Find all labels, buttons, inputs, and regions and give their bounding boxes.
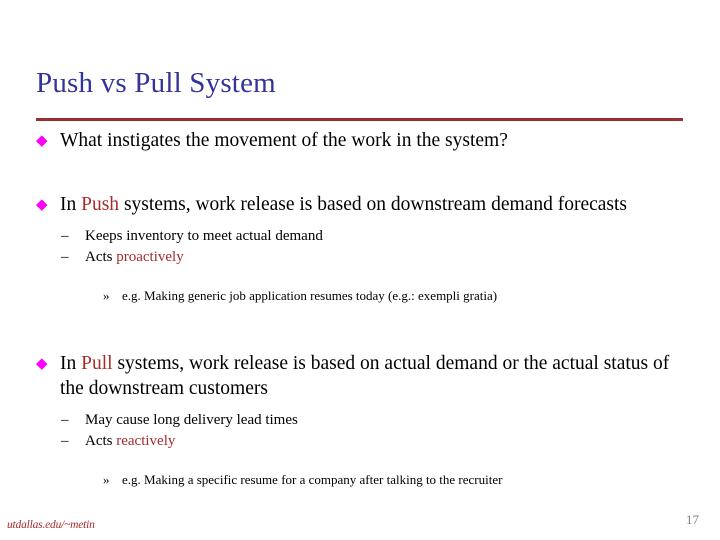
diamond-bullet-icon: ◆ xyxy=(36,197,48,213)
slide-body: ◆ What instigates the movement of the wo… xyxy=(0,128,720,489)
sub-bullet-3-2: – Acts reactively xyxy=(0,431,720,452)
spacer xyxy=(0,305,720,351)
sub-bullet-2-2-text-pre: Acts xyxy=(85,249,117,265)
sub-bullet-3-2-accent-reactively: reactively xyxy=(116,433,176,449)
bullet-item-1: ◆ What instigates the movement of the wo… xyxy=(0,128,720,153)
spacer xyxy=(0,217,720,226)
sub-bullet-2-1-text: Keeps inventory to meet actual demand xyxy=(85,228,323,244)
bullet-2-text-post: systems, work release is based on downst… xyxy=(119,194,628,215)
spacer xyxy=(0,401,720,410)
sub-sub-bullet-2-1: » e.g. Making generic job application re… xyxy=(0,286,720,305)
spacer xyxy=(0,452,720,470)
sub-bullet-3-1-text: May cause long delivery lead times xyxy=(85,412,298,428)
page-number: 17 xyxy=(686,512,699,527)
sub-sub-bullet-3-1-text: e.g. Making a specific resume for a comp… xyxy=(122,472,503,487)
dash-bullet-icon: – xyxy=(61,412,69,428)
bullet-1-text: What instigates the movement of the work… xyxy=(60,130,508,151)
sub-sub-bullet-3-1: » e.g. Making a specific resume for a co… xyxy=(0,470,720,489)
spacer xyxy=(0,153,720,192)
diamond-bullet-icon: ◆ xyxy=(36,356,48,372)
title-divider xyxy=(36,118,683,121)
sub-bullet-3-2-text-pre: Acts xyxy=(85,433,117,449)
bullet-2-text-pre: In xyxy=(60,194,82,215)
sub-bullet-2-1: – Keeps inventory to meet actual demand xyxy=(0,226,720,247)
spacer xyxy=(0,268,720,286)
diamond-bullet-icon: ◆ xyxy=(36,133,48,149)
footer-url[interactable]: utdallas.edu/~metin xyxy=(7,519,95,531)
bullet-3-text-post: systems, work release is based on actual… xyxy=(60,353,670,399)
page-title: Push vs Pull System xyxy=(36,67,276,99)
dash-bullet-icon: – xyxy=(61,433,69,449)
sub-sub-bullet-2-1-text: e.g. Making generic job application resu… xyxy=(122,288,498,303)
bullet-item-3: ◆ In Pull systems, work release is based… xyxy=(0,351,720,401)
guillemet-bullet-icon: » xyxy=(103,288,110,303)
guillemet-bullet-icon: » xyxy=(103,472,110,487)
sub-bullet-3-1: – May cause long delivery lead times xyxy=(0,410,720,431)
bullet-2-accent-push: Push xyxy=(81,194,120,215)
dash-bullet-icon: – xyxy=(61,249,69,265)
bullet-item-2: ◆ In Push systems, work release is based… xyxy=(0,192,720,217)
sub-bullet-2-2-accent-proactively: proactively xyxy=(116,249,184,265)
sub-bullet-2-2: – Acts proactively xyxy=(0,247,720,268)
bullet-3-text-pre: In xyxy=(60,353,82,374)
bullet-3-accent-pull: Pull xyxy=(81,353,113,374)
dash-bullet-icon: – xyxy=(61,228,69,244)
